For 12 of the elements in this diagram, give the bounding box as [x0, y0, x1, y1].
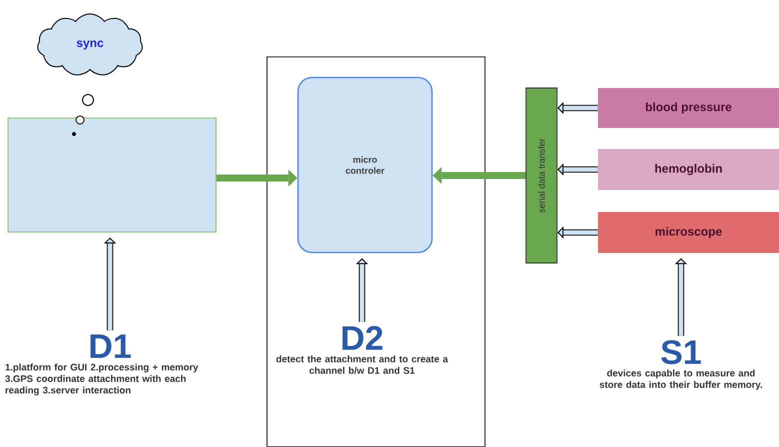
device-box — [8, 118, 216, 232]
arrow — [432, 167, 526, 184]
sensor-box: blood pressure — [598, 88, 779, 128]
sensor-box: hemoglobin — [598, 149, 779, 190]
controller-box: micro controler — [297, 76, 433, 254]
device-description: D1 1.platform for GUI 2.processing + memory 3.GPS coordinate attachment with each reading 3.server interaction — [5, 334, 198, 396]
sensor-box: microscope — [598, 212, 779, 253]
arrow — [216, 170, 298, 186]
group-frame — [266, 56, 486, 447]
device-description: S1 devices capable to measure and store data into their buffer memory. — [600, 340, 762, 390]
transfer-bar: serial data transfer — [526, 88, 558, 264]
device-description: D2 detect the attachment and to create a channel b/w D1 and S1 — [276, 326, 448, 374]
